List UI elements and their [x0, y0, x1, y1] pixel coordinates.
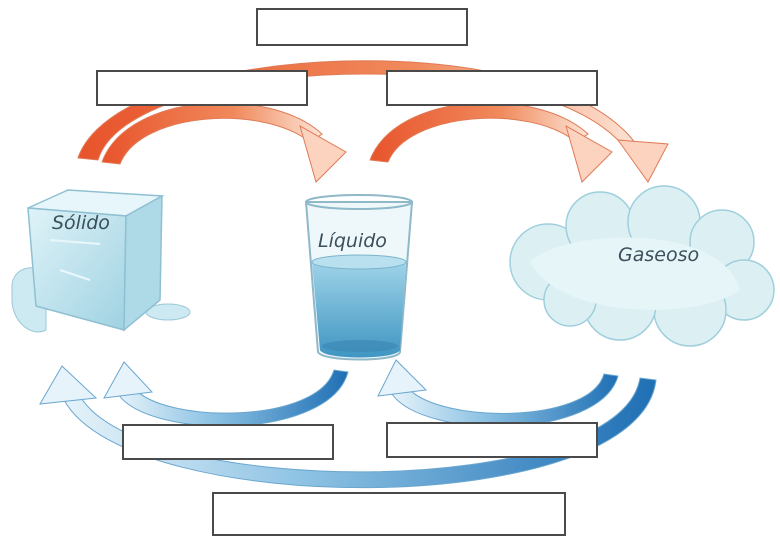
- label-gas: Gaseoso: [618, 244, 700, 266]
- blank-bottom-center[interactable]: [212, 492, 566, 536]
- blank-bottom-right[interactable]: [386, 422, 598, 458]
- blank-top-center[interactable]: [256, 8, 468, 46]
- arrow-gas-to-liquid: [377, 359, 619, 427]
- cloud-illustration: [509, 185, 775, 347]
- arrow-solid-to-liquid: [101, 102, 347, 183]
- label-solid: Sólido: [52, 212, 110, 234]
- water-glass-illustration: [304, 194, 414, 361]
- label-liquid: Líquido: [318, 230, 387, 252]
- ice-cube-illustration: [11, 189, 191, 333]
- blank-bottom-left[interactable]: [122, 424, 334, 460]
- blank-top-left[interactable]: [96, 70, 308, 106]
- blank-top-right[interactable]: [386, 70, 598, 106]
- arrow-liquid-to-solid: [103, 361, 349, 427]
- arrow-liquid-to-gas: [369, 102, 613, 183]
